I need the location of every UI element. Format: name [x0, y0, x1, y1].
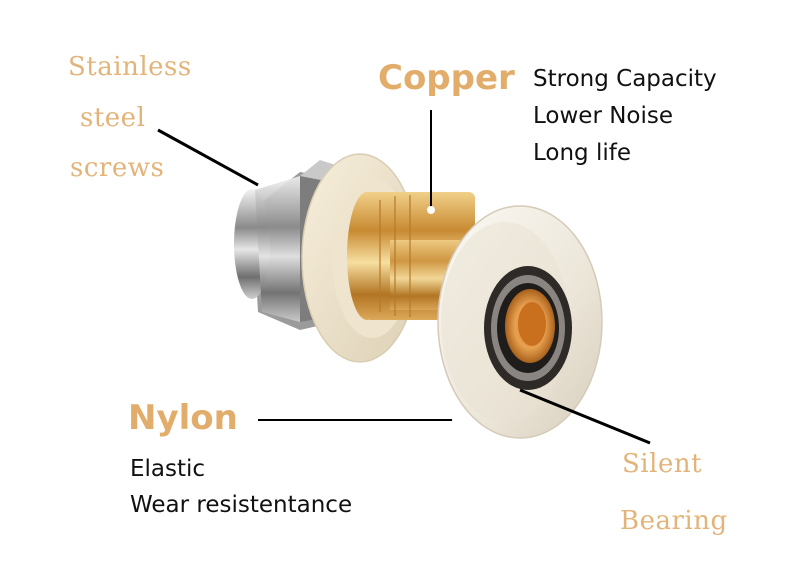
copper-feature-1: Strong Capacity [533, 66, 717, 92]
bearing [484, 266, 572, 390]
copper-heading: Copper [378, 58, 515, 98]
nylon-heading: Nylon [128, 398, 238, 438]
nylon-feature-1: Elastic [130, 456, 206, 482]
copper-feature-3: Long life [533, 140, 631, 166]
copper-feature-2: Lower Noise [533, 103, 674, 129]
stainless-label-line1: Stainless [68, 52, 192, 82]
callout-lines [157, 110, 651, 445]
bearing-label-line2: Bearing [620, 506, 728, 536]
stainless-label-line2: steel [80, 103, 146, 133]
nylon-feature-2: Wear resistentance [130, 492, 353, 518]
copper-marker-dot [427, 206, 435, 214]
nylon-marker-dot [452, 416, 460, 424]
bearing-label-line1: Silent [622, 449, 703, 479]
stainless-label-line3: screws [70, 153, 165, 183]
